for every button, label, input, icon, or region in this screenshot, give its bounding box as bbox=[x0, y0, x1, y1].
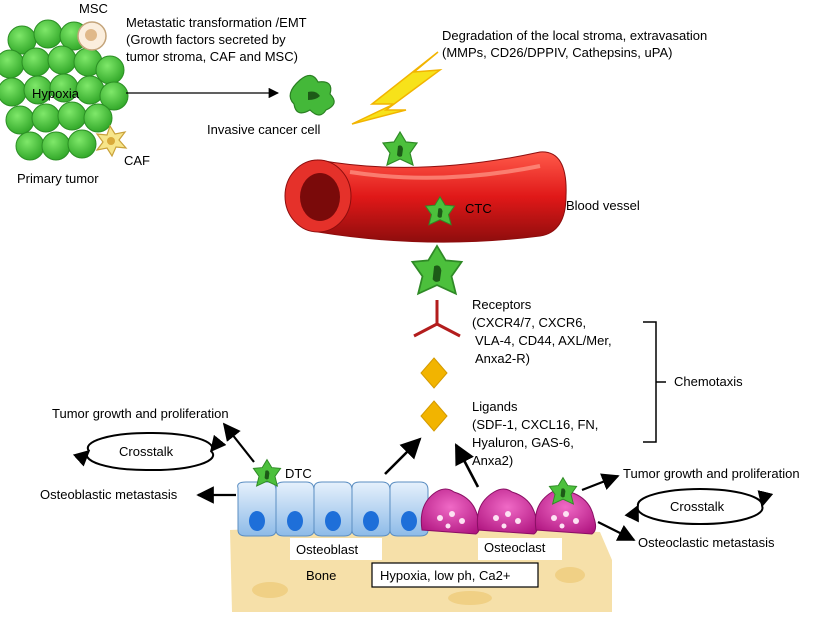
receptors-line-2: (CXCR4/7, CXCR6, bbox=[472, 315, 586, 330]
caf-cell bbox=[95, 124, 128, 158]
chemotaxis-label: Chemotaxis bbox=[674, 374, 743, 389]
ligand-diamond-2 bbox=[420, 400, 448, 432]
right-crosstalk-label: Crosstalk bbox=[670, 499, 725, 514]
migrating-cancer-cell bbox=[411, 245, 463, 295]
caf-label: CAF bbox=[124, 153, 150, 168]
blood-vessel bbox=[284, 151, 567, 243]
bone-label: Bone bbox=[306, 568, 336, 583]
osteoblast-to-ligand-arrow bbox=[384, 437, 422, 475]
osteoblast-row bbox=[237, 481, 429, 537]
chemotaxis-bracket bbox=[643, 321, 657, 443]
emt-line-3: tumor stroma, CAF and MSC) bbox=[126, 49, 298, 64]
ligands-line-2: (SDF-1, CXCL16, FN, bbox=[472, 417, 598, 432]
degradation-line-2: (MMPs, CD26/DPPIV, Cathepsins, uPA) bbox=[442, 45, 672, 60]
osteoblast-label: Osteoblast bbox=[296, 542, 359, 557]
ctc-label: CTC bbox=[465, 201, 492, 216]
osteoblast-label-bg bbox=[290, 538, 382, 560]
left-growth-label: Tumor growth and proliferation bbox=[52, 406, 229, 421]
right-crosstalk-cycle-icon bbox=[624, 487, 774, 526]
receptors-line-3: VLA-4, CD44, AXL/Mer, bbox=[475, 333, 612, 348]
ligands-line-4: Anxa2) bbox=[472, 453, 513, 468]
ligand-diamond-1 bbox=[420, 357, 448, 389]
invasive-cell-label: Invasive cancer cell bbox=[207, 122, 321, 137]
left-crosstalk-label: Crosstalk bbox=[119, 444, 174, 459]
invasive-cancer-cell bbox=[289, 74, 335, 116]
ligands-line-3: Hyaluron, GAS-6, bbox=[472, 435, 574, 450]
right-metastasis-arrow bbox=[597, 521, 636, 541]
osteoclast-row bbox=[420, 488, 597, 535]
left-crosstalk-cycle-icon bbox=[72, 431, 227, 472]
blood-vessel-label: Blood vessel bbox=[566, 198, 640, 213]
osteoclast-label-bg bbox=[478, 538, 562, 560]
microenvironment-box bbox=[371, 562, 539, 588]
left-metastasis-label: Osteoblastic metastasis bbox=[40, 487, 178, 502]
left-growth-arrow bbox=[222, 422, 255, 463]
emt-line-2: (Growth factors secreted by bbox=[126, 32, 286, 47]
emt-line-1: Metastatic transformation /EMT bbox=[126, 15, 307, 30]
microenvironment-label: Hypoxia, low ph, Ca2+ bbox=[380, 568, 510, 583]
right-growth-label: Tumor growth and proliferation bbox=[623, 466, 800, 481]
osteoclast-to-ligand-arrow bbox=[454, 443, 480, 488]
cell-exiting-vessel bbox=[382, 131, 418, 166]
lightning-bolt bbox=[351, 51, 443, 125]
receptor-icon bbox=[413, 300, 461, 338]
hypoxia-label: Hypoxia bbox=[32, 86, 80, 101]
dtc-label: DTC bbox=[285, 466, 312, 481]
right-growth-arrow bbox=[581, 473, 620, 492]
msc-cell bbox=[77, 21, 107, 51]
primary-tumor-label: Primary tumor bbox=[17, 171, 99, 186]
degradation-line-1: Degradation of the local stroma, extrava… bbox=[442, 28, 707, 43]
msc-label: MSC bbox=[79, 1, 108, 16]
receptors-line-4: Anxa2-R) bbox=[475, 351, 530, 366]
ligands-line-1: Ligands bbox=[472, 399, 518, 414]
right-metastasis-label: Osteoclastic metastasis bbox=[638, 535, 775, 550]
osteoclast-label: Osteoclast bbox=[484, 540, 546, 555]
receptors-line-1: Receptors bbox=[472, 297, 532, 312]
